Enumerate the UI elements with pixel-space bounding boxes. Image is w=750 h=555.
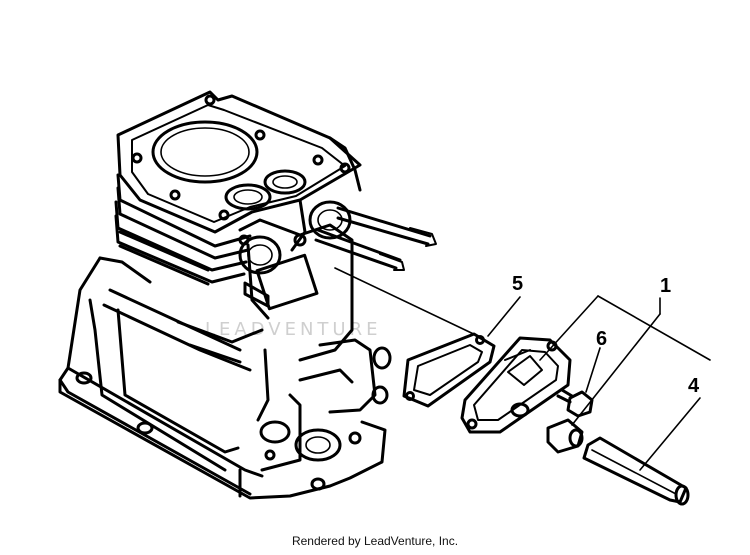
callout-leaders — [487, 295, 711, 471]
breather-tube-part-4 — [582, 436, 690, 506]
gasket-part-5 — [402, 332, 496, 408]
leader-block — [334, 267, 483, 339]
engine-block — [58, 90, 392, 500]
head-studs — [243, 206, 437, 308]
breather-fitting — [546, 418, 584, 454]
callout-4: 4 — [688, 375, 700, 397]
callout-6: 6 — [596, 328, 607, 350]
callout-1: 1 — [660, 275, 671, 297]
screw-part-6 — [556, 388, 594, 418]
breather-cover-part-1 — [460, 336, 572, 434]
watermark-text: LEADVENTURE — [205, 319, 381, 340]
footer-credit: Rendered by LeadVenture, Inc. — [291, 534, 459, 548]
callout-5: 5 — [512, 273, 523, 295]
